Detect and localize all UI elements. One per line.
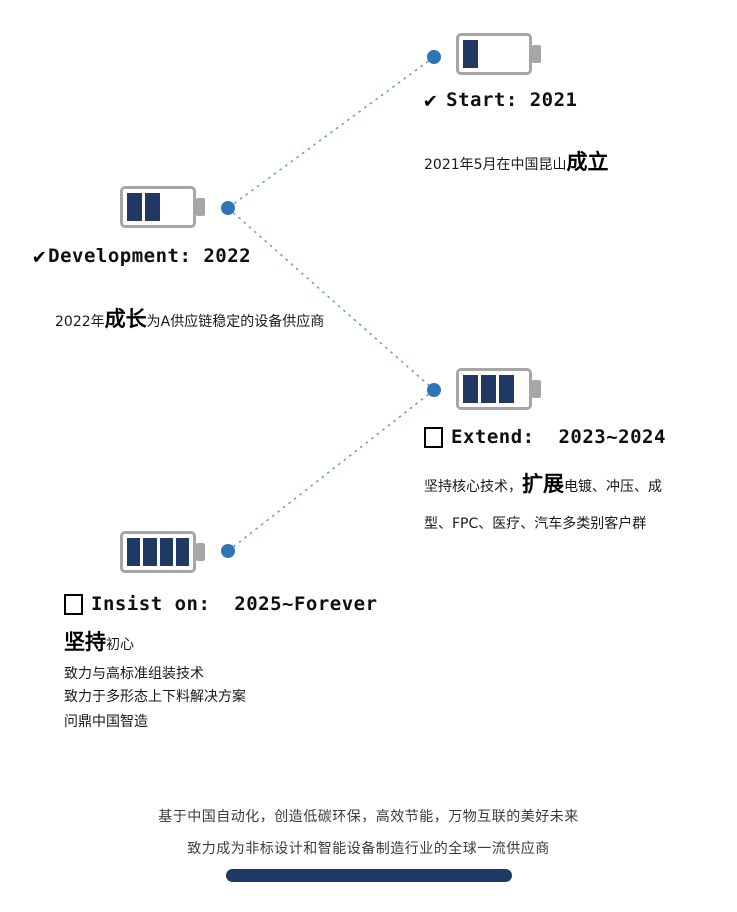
battery-icon-3-bars (456, 368, 532, 410)
milestone-detail-lines: 致力与高标准组装技术 致力于多形态上下料解决方案 问鼎中国智造 (64, 663, 246, 734)
battery-charge-bar (143, 538, 157, 566)
footer-slogan-line-2: 致力成为非标设计和智能设备制造行业的全球一流供应商 (187, 841, 550, 857)
checkbox-icon (424, 426, 443, 448)
battery-charge-bar (145, 193, 160, 221)
subtitle-emphasis: 坚持 (64, 630, 106, 654)
battery-charge-bar (175, 538, 189, 566)
footer-slogan-line-1: 基于中国自动化，创造低碳环保，高效节能，万物互联的美好未来 (158, 809, 579, 825)
desc-text: 2021年5月在中国昆山 (424, 157, 567, 173)
battery-charge-bar (499, 375, 514, 403)
milestone-title-start-2021: ✔ Start: 2021 (424, 88, 578, 112)
detail-line: 致力于多形态上下料解决方案 (64, 689, 246, 705)
dotted-connector (227, 207, 435, 391)
timeline-node-dot (221, 201, 235, 215)
detail-line: 致力与高标准组装技术 (64, 666, 204, 682)
dotted-connector (227, 56, 435, 209)
timeline-node-dot (221, 544, 235, 558)
battery-charge-bar (481, 375, 496, 403)
milestone-title-text: Extend: 2023~2024 (451, 426, 666, 448)
subtitle-text: 初心 (106, 637, 134, 653)
battery-charge-bar (159, 538, 173, 566)
battery-icon-1-bar (456, 33, 532, 75)
desc-text: 2022年 (55, 314, 105, 330)
checkbox-icon (64, 593, 83, 615)
check-icon: ✔ (33, 244, 47, 268)
battery-charge-bar (463, 375, 478, 403)
milestone-title-text: Start: 2021 (446, 89, 578, 111)
milestone-title-development-2022: ✔ Development: 2022 (33, 244, 251, 268)
battery-charge-bar (127, 193, 142, 221)
milestone-desc-extend: 坚持核心技术，扩展电镀、冲压、成型、FPC、医疗、汽车多类别客户群 (424, 466, 678, 543)
desc-emphasis: 成立 (566, 150, 609, 174)
timeline-node-dot (427, 383, 441, 397)
milestone-title-text: Insist on: 2025~Forever (91, 593, 378, 615)
battery-icon-4-bars (120, 531, 196, 573)
timeline-node-dot (427, 50, 441, 64)
desc-text: 坚持核心技术， (424, 479, 522, 495)
milestone-subtitle-insist: 坚持初心 (64, 626, 134, 656)
desc-emphasis: 成长 (104, 307, 147, 331)
battery-charge-bar (127, 538, 141, 566)
desc-text: 为A供应链稳定的设备供应商 (146, 314, 325, 330)
battery-charge-bar (463, 40, 478, 68)
battery-icon-2-bars (120, 186, 196, 228)
desc-text: 电镀、冲压、成型、FPC、医疗、汽车多类别客户群 (424, 479, 662, 532)
milestone-desc-start-2021: 2021年5月在中国昆山成立 (424, 146, 609, 176)
milestone-title-text: Development: 2022 (48, 245, 252, 267)
milestone-title-insist-on: Insist on: 2025~Forever (64, 593, 378, 615)
detail-line: 问鼎中国智造 (64, 714, 148, 730)
desc-emphasis: 扩展 (522, 472, 564, 496)
milestone-title-extend-2023-2024: Extend: 2023~2024 (424, 426, 666, 448)
dotted-connector (227, 389, 435, 552)
check-icon: ✔ (424, 88, 438, 112)
milestone-desc-development-2022: 2022年成长为A供应链稳定的设备供应商 (55, 303, 324, 333)
footer-accent-bar (225, 869, 512, 882)
